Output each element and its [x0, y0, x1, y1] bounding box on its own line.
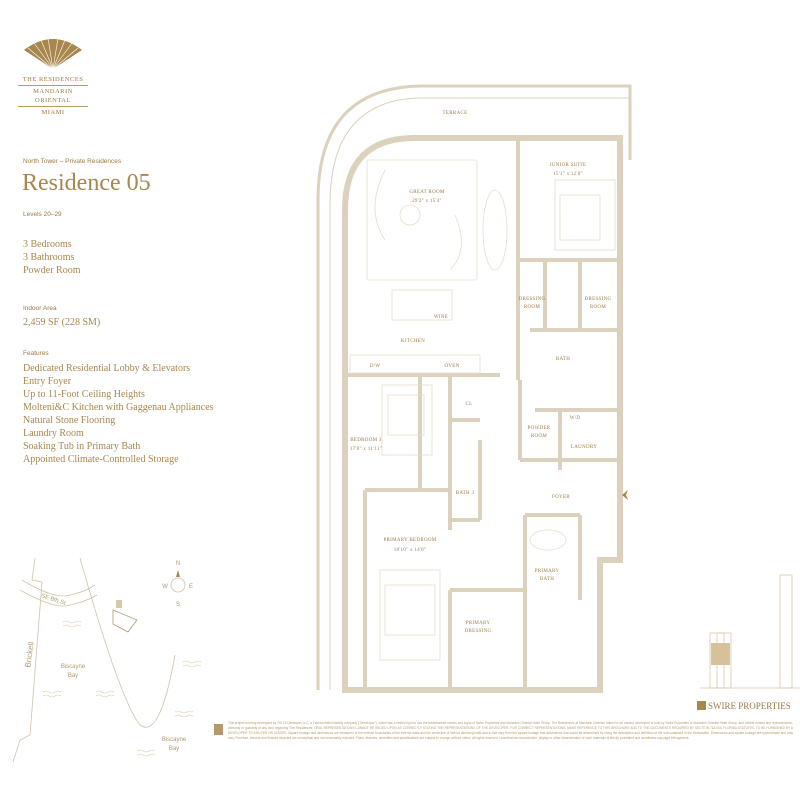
site-marker: [116, 600, 122, 608]
label-wd: W/D: [570, 416, 581, 421]
dim-bedroom-3: 17'0" x 11'11": [350, 447, 382, 452]
developer-logo: SWIRE PROPERTIES: [697, 701, 791, 711]
equal-housing-icon: [214, 724, 223, 735]
dim-junior-suite: 15'1" x 12'0": [553, 172, 583, 177]
bay-label-1b: Bay: [68, 673, 78, 679]
label-dressing-2-room: ROOM: [590, 305, 606, 310]
feature-item: Molteni&C Kitchen with Gaggenau Applianc…: [23, 402, 214, 413]
residence-title: Residence 05: [22, 170, 151, 196]
label-powder: POWDER: [528, 426, 551, 431]
label-dressing-1-room: ROOM: [524, 305, 540, 310]
avenue-label: Brickell: [23, 641, 36, 668]
feature-item: Soaking Tub in Primary Bath: [23, 441, 141, 452]
label-dressing-1: DRESSING: [519, 297, 546, 302]
label-bedroom-3: BEDROOM 3: [350, 438, 382, 443]
label-bath-3: BATH 3: [456, 491, 475, 496]
label-terrace: TERRACE: [443, 111, 468, 116]
label-laundry: LAUNDRY: [571, 445, 597, 450]
bay-label-1: Biscayne: [61, 664, 86, 670]
levels-label: Levels 20–29: [23, 211, 62, 218]
compass-north-icon: [176, 570, 180, 577]
room-counts: 3 Bedrooms 3 Bathrooms Powder Room: [23, 238, 81, 277]
label-powder-room: ROOM: [531, 434, 547, 439]
tower-label: North Tower – Private Residences: [23, 158, 122, 165]
feature-item: Dedicated Residential Lobby & Elevators: [23, 363, 191, 374]
brand-line-1: THE RESIDENCES: [22, 76, 84, 83]
label-primary-bedroom: PRIMARY BEDROOM: [383, 538, 436, 543]
compass-w: W: [162, 584, 168, 590]
label-primary-dressing: PRIMARY: [466, 621, 491, 626]
fan-logo-icon: [24, 37, 82, 70]
brand-line-2: MANDARIN ORIENTAL: [33, 88, 73, 104]
tower-elevation: [700, 574, 800, 689]
label-dw: D/W: [370, 364, 381, 369]
location-map: N S E W SE 8th St Brickell Biscayne Bay …: [12, 557, 202, 763]
features-list: Dedicated Residential Lobby & Elevators …: [23, 362, 214, 466]
compass-s: S: [176, 602, 180, 608]
area-value: 2,459 SF (228 SM): [23, 317, 101, 328]
bathrooms: 3 Bathrooms: [23, 252, 75, 263]
feature-item: Entry Foyer: [23, 376, 72, 387]
label-primary-bath: PRIMARY: [535, 569, 560, 574]
dim-primary-bedroom: 18'10" x 14'0": [394, 548, 427, 553]
legal-disclaimer: This project is being developed by OD 13…: [228, 721, 793, 740]
label-wine: WINE: [434, 315, 448, 320]
label-bath: BATH: [556, 357, 570, 362]
label-primary-dressing-2: DRESSING: [465, 629, 492, 634]
feature-item: Laundry Room: [23, 428, 84, 439]
entry-arrow-icon: [622, 490, 628, 500]
bedrooms: 3 Bedrooms: [23, 239, 72, 250]
compass-n: N: [176, 561, 180, 567]
compass-e: E: [189, 584, 193, 590]
brand-line-3: MIAMI: [41, 109, 65, 116]
bay-label-2b: Bay: [169, 746, 179, 752]
label-cl: CL: [466, 402, 473, 407]
developer-name: SWIRE PROPERTIES: [708, 701, 791, 711]
area-label: Indoor Area: [23, 305, 57, 312]
label-dressing-2: DRESSING: [585, 297, 612, 302]
label-junior-suite: JUNIOR SUITE: [550, 163, 587, 168]
feature-item: Natural Stone Flooring: [23, 415, 116, 426]
floor-plan: TERRACE GREAT ROOM 29'2" x 15'4" JUNIOR …: [316, 84, 632, 693]
features-label: Features: [23, 350, 49, 357]
powder-room: Powder Room: [23, 265, 81, 276]
dim-great-room: 29'2" x 15'4": [412, 199, 442, 204]
feature-item: Up to 11-Foot Ceiling Heights: [23, 389, 145, 400]
feature-item: Appointed Climate-Controlled Storage: [23, 454, 179, 465]
water-icon: [42, 620, 202, 757]
label-primary-bath-2: BATH: [540, 577, 554, 582]
label-kitchen: KITCHEN: [401, 339, 425, 344]
brand-logo: THE RESIDENCES MANDARIN ORIENTAL MIAMI: [18, 37, 88, 117]
label-great-room: GREAT ROOM: [409, 190, 445, 195]
label-foyer: FOYER: [552, 495, 570, 500]
bay-label-2: Biscayne: [162, 737, 187, 743]
swire-logo-icon: [697, 701, 706, 710]
label-oven: OVEN: [444, 364, 459, 369]
